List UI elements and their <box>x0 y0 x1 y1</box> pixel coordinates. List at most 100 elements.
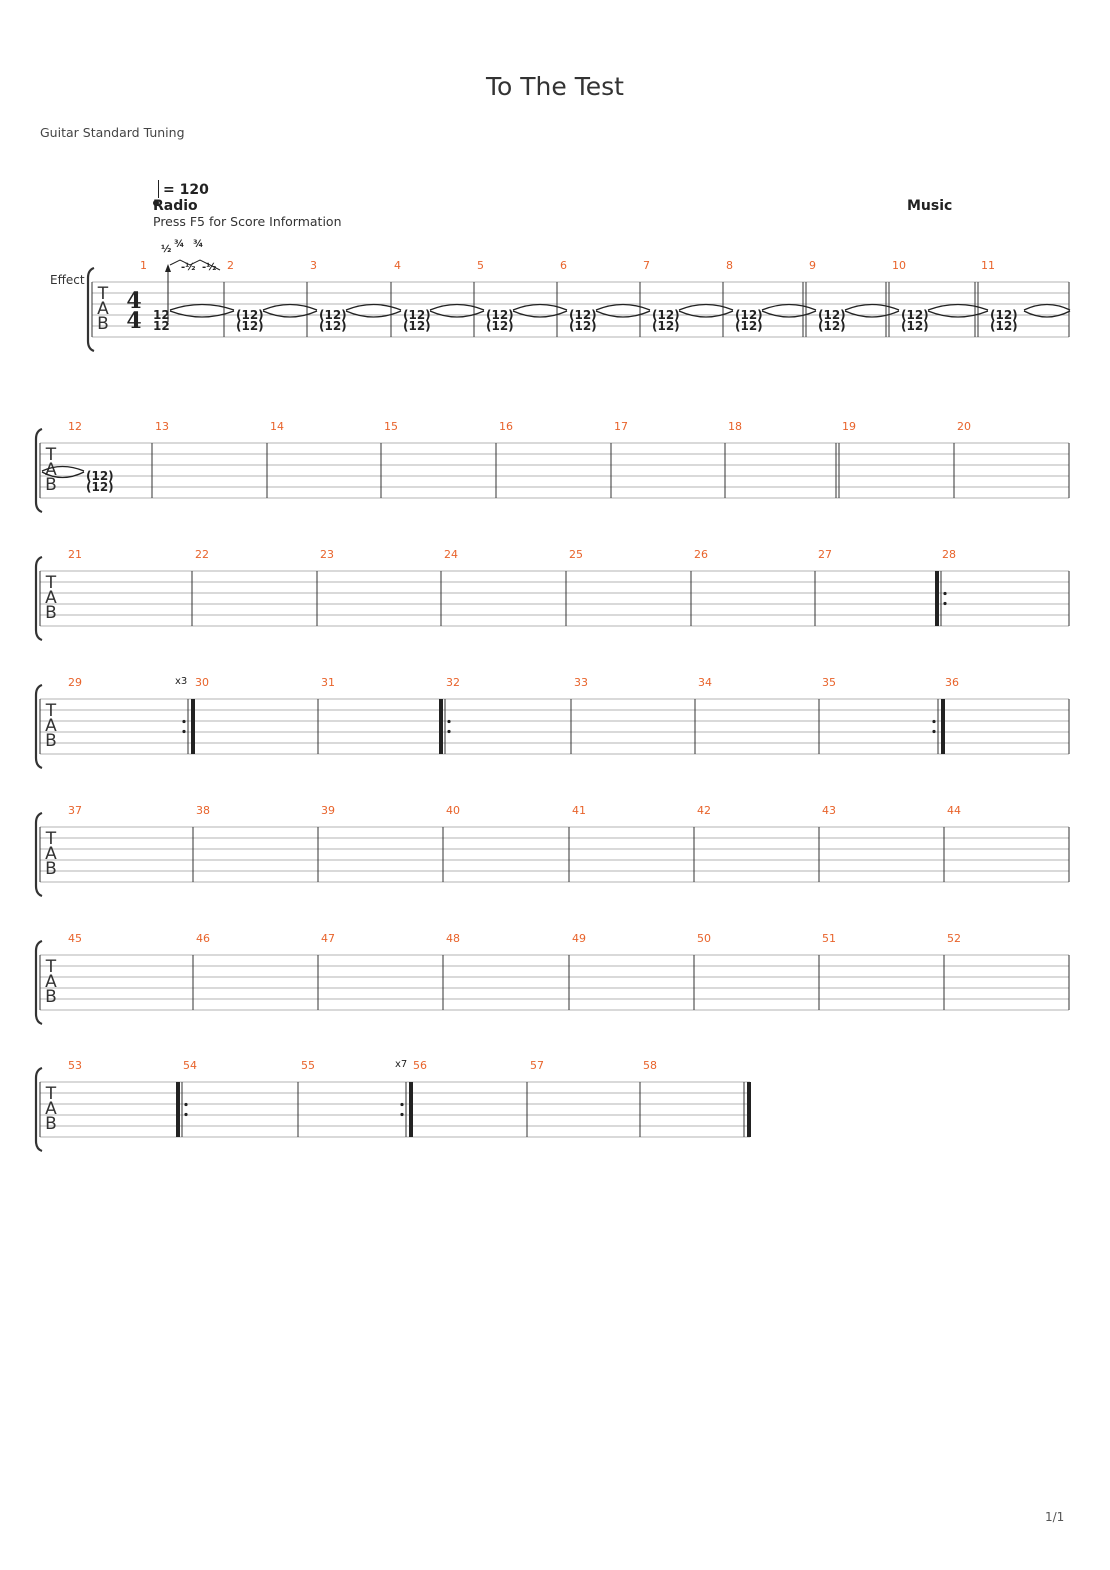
tie-arc <box>41 471 85 479</box>
tab-clef-letter: A <box>45 1099 57 1119</box>
tie-arc <box>927 310 989 318</box>
measure-number: 25 <box>569 548 583 561</box>
tab-clef-letter: T <box>45 573 57 593</box>
measure-number: 35 <box>822 676 836 689</box>
measure-number: 33 <box>574 676 588 689</box>
repeat-dot <box>943 591 947 596</box>
tab-clef-letter: B <box>45 731 57 751</box>
measure-number: 55 <box>301 1059 315 1072</box>
bend-arrow-icon <box>165 264 171 272</box>
measure-number: 15 <box>384 420 398 433</box>
tab-note-tied: (12) <box>735 319 763 333</box>
tab-note-tied: (12) <box>990 308 1018 322</box>
repeat-dot <box>943 601 947 606</box>
tab-clef-letter: A <box>45 588 57 608</box>
repeat-dot <box>932 729 936 734</box>
tie-arc <box>512 310 568 318</box>
measure-number: 6 <box>560 259 567 272</box>
measure-number: 32 <box>446 676 460 689</box>
measure-number: 23 <box>320 548 334 561</box>
tab-clef-letter: T <box>45 1084 57 1104</box>
tab-clef-letter: B <box>45 1114 57 1134</box>
tie-arc <box>844 303 900 311</box>
measure-number: 5 <box>477 259 484 272</box>
tab-note-tied: (12) <box>901 308 929 322</box>
tab-note-tied: (12) <box>901 319 929 333</box>
measure-number: 21 <box>68 548 82 561</box>
score-info-hint: Press F5 for Score Information <box>153 214 342 229</box>
tie-arc <box>1023 310 1071 318</box>
tab-clef-letter: A <box>45 716 57 736</box>
system-bracket <box>34 939 43 1026</box>
measure-number: 16 <box>499 420 513 433</box>
tab-note-tied: (12) <box>236 308 264 322</box>
tie-arc <box>761 310 817 318</box>
measure-number: 40 <box>446 804 460 817</box>
measure-number: 54 <box>183 1059 197 1072</box>
measure-number: 38 <box>196 804 210 817</box>
page-number: 1/1 <box>1045 1510 1065 1524</box>
measure-number: 3 <box>310 259 317 272</box>
measure-number: 39 <box>321 804 335 817</box>
time-signature-top: 4 <box>126 288 141 314</box>
system-bracket <box>34 683 43 770</box>
repeat-dot <box>184 1102 188 1107</box>
tab-note-tied: (12) <box>486 319 514 333</box>
measure-number: 20 <box>957 420 971 433</box>
repeat-dot <box>400 1112 404 1117</box>
measure-number: 49 <box>572 932 586 945</box>
tie-arc <box>512 303 568 311</box>
quarter-note-icon <box>158 180 159 198</box>
measure-number: 8 <box>726 259 733 272</box>
tie-arc <box>429 310 485 318</box>
repeat-close-barline <box>941 699 945 754</box>
measure-number: 45 <box>68 932 82 945</box>
system-bracket <box>34 555 43 642</box>
tie-arc <box>678 303 734 311</box>
section-marker-music: Music <box>907 198 953 214</box>
tab-clef-letter: B <box>45 987 57 1007</box>
tie-arc <box>262 310 318 318</box>
tab-note-tied: (12) <box>403 308 431 322</box>
bend-curve <box>169 259 221 271</box>
measure-number: 46 <box>196 932 210 945</box>
tie-arc <box>844 310 900 318</box>
tab-note-tied: (12) <box>486 308 514 322</box>
measure-number: 30 <box>195 676 209 689</box>
tab-clef-letter: A <box>45 844 57 864</box>
measure-number: 27 <box>818 548 832 561</box>
tie-arc <box>262 303 318 311</box>
tie-arc <box>169 303 235 311</box>
measure-number: 11 <box>981 259 995 272</box>
tab-clef-letter: T <box>45 957 57 977</box>
system-bracket <box>34 1066 43 1153</box>
measure-number: 48 <box>446 932 460 945</box>
tab-note-tied: (12) <box>319 319 347 333</box>
repeat-dot <box>182 719 186 724</box>
tab-clef-letter: B <box>45 475 57 495</box>
measure-number: 57 <box>530 1059 544 1072</box>
tie-arc <box>169 310 235 318</box>
section-marker-dot <box>153 200 159 206</box>
tab-note: 12 <box>153 308 170 322</box>
tie-arc <box>678 310 734 318</box>
tab-note-tied: (12) <box>818 308 846 322</box>
measure-number: 10 <box>892 259 906 272</box>
tab-note: 12 <box>153 319 170 333</box>
measure-number: 58 <box>643 1059 657 1072</box>
tab-clef-letter: B <box>45 859 57 879</box>
tab-clef-letter: T <box>45 829 57 849</box>
repeat-dot <box>182 729 186 734</box>
tie-arc <box>41 465 85 472</box>
measure-number: 56 <box>413 1059 427 1072</box>
measure-number: 44 <box>947 804 961 817</box>
tab-note-tied: (12) <box>236 319 264 333</box>
tab-note-tied: (12) <box>990 319 1018 333</box>
measure-number: 4 <box>394 259 401 272</box>
bend-amount: -½ <box>181 262 196 273</box>
song-title: To The Test <box>486 72 624 101</box>
tab-note-tied: (12) <box>818 319 846 333</box>
tab-clef-letter: A <box>97 299 109 319</box>
tab-note-tied: (12) <box>86 480 114 494</box>
tie-arc <box>595 303 651 311</box>
